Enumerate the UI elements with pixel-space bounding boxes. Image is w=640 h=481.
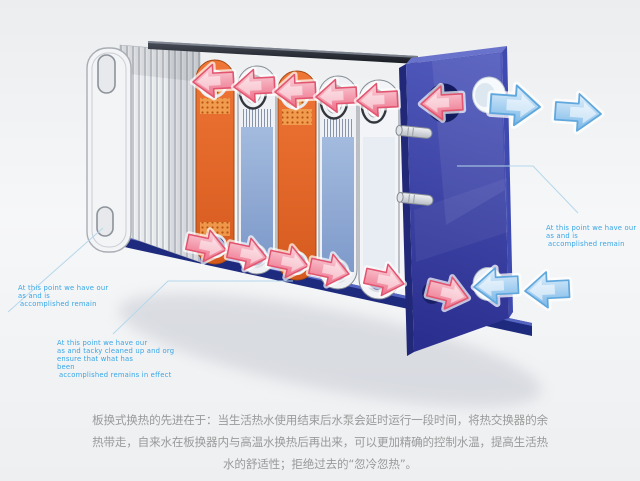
annotation-right: At this point we have our as and is acco…: [546, 224, 636, 248]
annotation-bottom-line-1: At this point we have our: [57, 339, 147, 347]
annotation-left-line-3: accomplished remain: [20, 300, 97, 308]
caption-line-1: 板换式换热的先进在于：当生活热水使用结束后水泵会延时运行一段时间，将热交换器的余: [92, 413, 548, 427]
leader-lines: [7, 165, 579, 335]
plate-stack: [86, 44, 201, 263]
annotation-right-line-3: accomplished remain: [548, 240, 625, 248]
annotation-bottom-line-5: accomplished remains in effect: [59, 371, 172, 379]
leader-line-left: [7, 227, 104, 313]
bolt-bottom: [396, 191, 434, 206]
leader-line-bottom: [112, 280, 293, 335]
annotation-right-line-1: At this point we have our: [546, 224, 636, 232]
annotation-right-line-2: as and is: [546, 232, 578, 240]
annotation-left: At this point we have our as and is acco…: [18, 284, 108, 308]
unit-shadow: [118, 293, 542, 407]
front-frame-plate: [86, 47, 132, 253]
bolt-top: [395, 124, 433, 139]
annotation-left-line-1: At this point we have our: [18, 284, 108, 292]
caption: 板换式换热的先进在于：当生活热水使用结束后水泵会延时运行一段时间，将热交换器的余…: [92, 413, 549, 471]
frame-port-top: [97, 54, 116, 94]
annotation-bottom-line-4: been: [57, 363, 75, 371]
frame-port-bottom: [96, 206, 114, 237]
caption-line-2: 热带走，自来水在板换器内与高温水换热后再出来，可以更加精确的控制水温，提高生活热: [92, 435, 548, 449]
annotation-bottom: At this point we have our as and tacky c…: [57, 339, 174, 379]
caption-line-3: 水的舒适性；拒绝过去的“忽冷忽热”。: [223, 457, 417, 471]
annotation-left-line-2: as and is: [18, 292, 50, 300]
top-rail: [148, 41, 418, 64]
annotation-bottom-line-2: as and tacky cleaned up and org: [57, 347, 174, 355]
annotation-bottom-line-3: ensure that what has: [57, 355, 133, 363]
leader-line-right: [457, 165, 579, 214]
